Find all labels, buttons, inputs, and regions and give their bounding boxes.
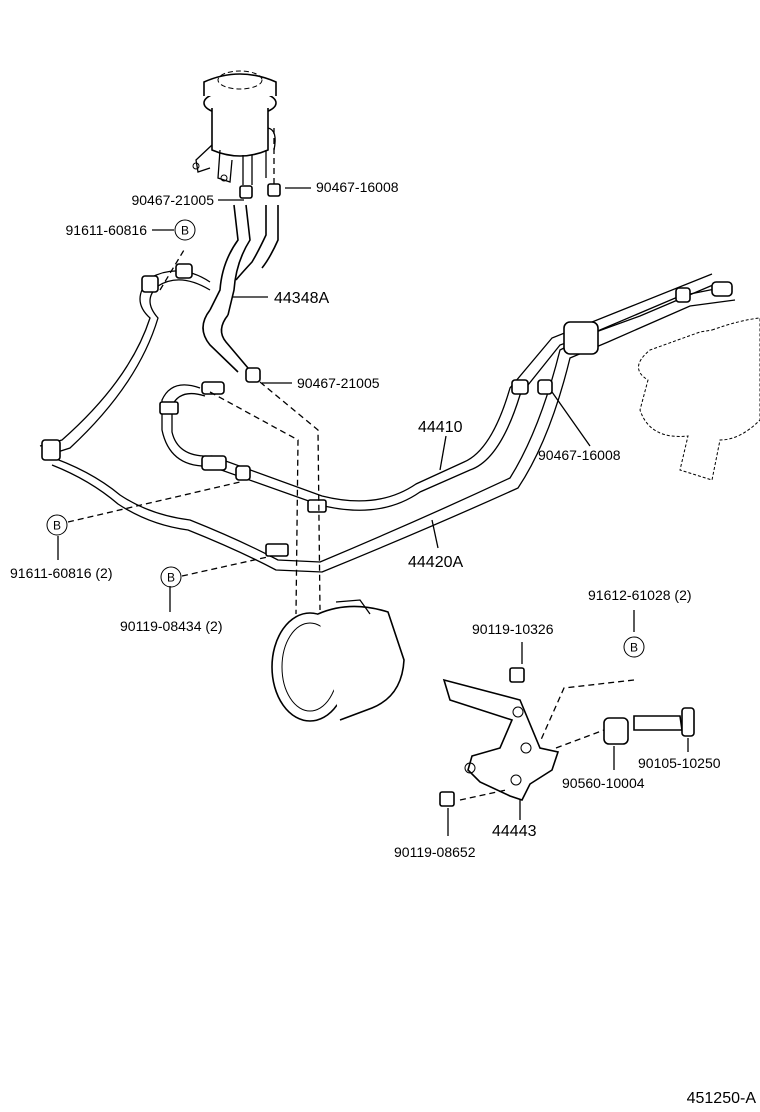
callout-90467-16008-right: 90467-16008 xyxy=(538,447,621,463)
ref-circle-b-3: B xyxy=(160,566,182,588)
ref-circle-b-2: B xyxy=(46,514,68,536)
callout-90119-10326: 90119-10326 xyxy=(472,621,554,637)
callout-44410: 44410 xyxy=(418,419,463,436)
ref-circle-b-4: B xyxy=(623,636,645,658)
leader-lines xyxy=(57,187,689,836)
reservoir-hoses xyxy=(202,183,281,383)
callout-90467-21005-top: 90467-21005 xyxy=(131,192,214,208)
callout-91611-60816-2: 91611-60816 (2) xyxy=(10,565,112,581)
ref-circle-b-1: B xyxy=(174,219,196,241)
figure-code: 451250-A xyxy=(687,1090,757,1107)
svg-text:B: B xyxy=(53,519,61,533)
callout-90119-08434-2: 90119-08434 (2) xyxy=(120,618,222,634)
callout-90467-21005-mid: 90467-21005 xyxy=(297,375,380,391)
svg-text:B: B xyxy=(167,571,175,585)
steering-gear-outline xyxy=(638,317,760,481)
callout-90467-16008-top: 90467-16008 xyxy=(316,179,399,195)
callout-90560-10004: 90560-10004 xyxy=(562,775,645,791)
callout-44348a: 44348A xyxy=(274,290,329,307)
callout-44443: 44443 xyxy=(492,823,537,840)
hydraulic-lines xyxy=(39,263,736,573)
callout-91612-61028-2: 91612-61028 (2) xyxy=(588,587,692,603)
callout-90119-08652: 90119-08652 xyxy=(394,844,476,860)
callout-91611-60816-top: 91611-60816 xyxy=(66,222,148,238)
pump-bracket xyxy=(439,667,695,807)
svg-text:B: B xyxy=(181,224,189,238)
reservoir-tank xyxy=(192,70,277,185)
svg-text:B: B xyxy=(630,641,638,655)
callout-44420a: 44420A xyxy=(408,554,463,571)
callout-90105-10250: 90105-10250 xyxy=(638,755,721,771)
power-steering-pump xyxy=(271,599,405,722)
connection-lines xyxy=(67,128,635,801)
